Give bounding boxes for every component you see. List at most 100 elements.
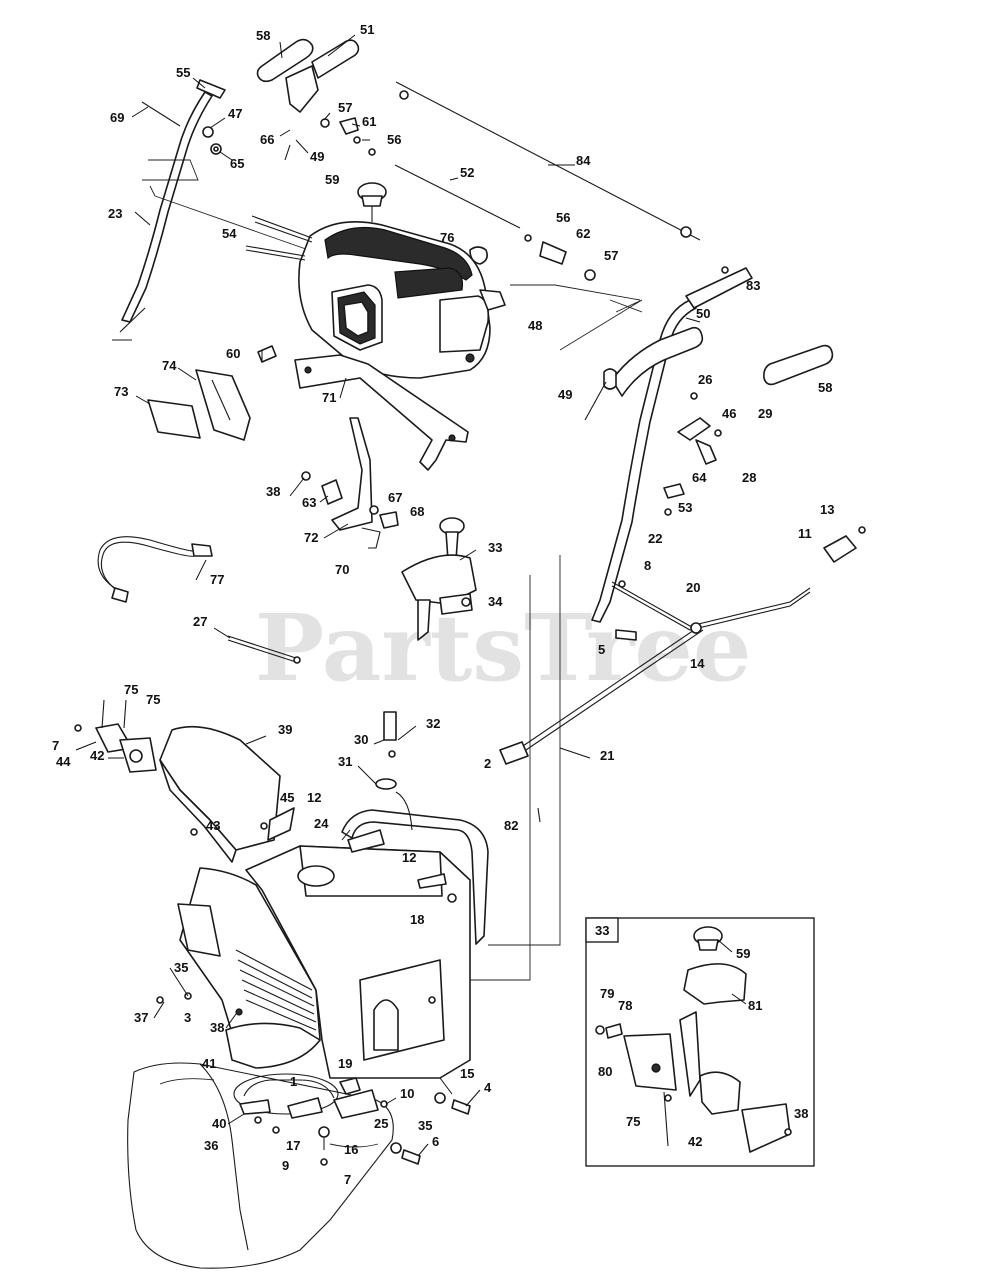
- part-label: 10: [400, 1086, 414, 1101]
- part-label: 72: [304, 530, 318, 545]
- inset-box: 33: [585, 917, 815, 1167]
- part-label: 76: [440, 230, 454, 245]
- part-label: 5: [598, 642, 605, 657]
- part-label: 34: [488, 594, 503, 609]
- bracket-71: [294, 354, 469, 471]
- part-label: 3: [184, 1010, 191, 1025]
- part-label: 35: [174, 960, 188, 975]
- part-label: 49: [558, 387, 572, 402]
- part-label: 49: [310, 149, 324, 164]
- part-label: 82: [504, 818, 518, 833]
- part-label: 84: [576, 153, 591, 168]
- power-cord-77: [97, 536, 213, 603]
- part-label: 75: [146, 692, 160, 707]
- part-label: 45: [280, 790, 294, 805]
- linkage-rods-center: [245, 215, 313, 261]
- shift-lever-33: [401, 517, 477, 641]
- part-label: 47: [228, 106, 242, 121]
- part-labels: 58 51 55 47 69 66 57 61 56 65 49 84 52 5…: [52, 22, 834, 1187]
- part-label: 7: [52, 738, 59, 753]
- part-label: 50: [696, 306, 710, 321]
- part-label: 57: [604, 248, 618, 263]
- part-label: 17: [286, 1138, 300, 1153]
- part-label: 68: [410, 504, 424, 519]
- part-label: 58: [256, 28, 270, 43]
- part-label: 56: [556, 210, 570, 225]
- inset-label: 79: [600, 986, 614, 1001]
- shift-rod: [499, 526, 866, 823]
- part-label: 83: [746, 278, 760, 293]
- part-label: 65: [230, 156, 244, 171]
- dash-panel: [298, 182, 506, 379]
- part-label: 6: [432, 1134, 439, 1149]
- part-label: 2: [484, 756, 491, 771]
- part-label: 23: [108, 206, 122, 221]
- part-label: 67: [388, 490, 402, 505]
- part-label: 14: [690, 656, 705, 671]
- part-label: 53: [678, 500, 692, 515]
- part-label: 9: [282, 1158, 289, 1173]
- left-shields: [147, 345, 277, 441]
- inset-label: 42: [688, 1134, 702, 1149]
- inset-label: 81: [748, 998, 762, 1013]
- part-label: 38: [266, 484, 280, 499]
- right-upper-handle: [584, 267, 834, 623]
- part-label: 64: [692, 470, 707, 485]
- part-label: 32: [426, 716, 440, 731]
- chute-deflector: [74, 699, 295, 863]
- part-label: 1: [290, 1074, 297, 1089]
- part-label: 30: [354, 732, 368, 747]
- part-label: 70: [335, 562, 349, 577]
- inset-label: 80: [598, 1064, 612, 1079]
- part-label: 60: [226, 346, 240, 361]
- part-label: 77: [210, 572, 224, 587]
- part-label: 29: [758, 406, 772, 421]
- part-label: 75: [124, 682, 138, 697]
- part-label: 11: [798, 526, 812, 541]
- part-label: 24: [314, 816, 329, 831]
- part-label: 37: [134, 1010, 148, 1025]
- part-label: 16: [344, 1142, 358, 1157]
- inset-label: 75: [626, 1114, 640, 1129]
- part-label: 44: [56, 754, 71, 769]
- part-label: 20: [686, 580, 700, 595]
- part-label: 40: [212, 1116, 226, 1131]
- part-label: 38: [210, 1020, 224, 1035]
- part-label: 27: [193, 614, 207, 629]
- part-label: 59: [325, 172, 339, 187]
- upper-frame-24: [341, 711, 489, 945]
- inset-label: 59: [736, 946, 750, 961]
- lever-bracket-72: [301, 417, 399, 549]
- top-grips: [256, 38, 360, 113]
- part-label: 57: [338, 100, 352, 115]
- part-label: 12: [307, 790, 321, 805]
- part-label: 58: [818, 380, 832, 395]
- part-label: 33: [488, 540, 502, 555]
- part-label: 73: [114, 384, 128, 399]
- part-label: 66: [260, 132, 274, 147]
- part-label: 71: [322, 390, 336, 405]
- auger-housing: [127, 1062, 471, 1269]
- part-label: 74: [162, 358, 177, 373]
- part-label: 56: [387, 132, 401, 147]
- part-label: 61: [362, 114, 376, 129]
- guide-lines: [142, 159, 643, 981]
- rod-27: [227, 635, 301, 664]
- part-label: 21: [600, 748, 614, 763]
- part-label: 19: [338, 1056, 352, 1071]
- inset-tag: 33: [595, 923, 609, 938]
- left-upper-handle: [112, 79, 226, 341]
- part-label: 41: [202, 1056, 216, 1071]
- part-label: 51: [360, 22, 374, 37]
- part-label: 43: [206, 818, 220, 833]
- part-label: 48: [528, 318, 542, 333]
- inset-label: 78: [618, 998, 632, 1013]
- part-label: 7: [344, 1172, 351, 1187]
- part-label: 42: [90, 748, 104, 763]
- part-label: 54: [222, 226, 237, 241]
- discharge-chute: [156, 867, 321, 1069]
- part-label: 15: [460, 1066, 474, 1081]
- engine: [245, 845, 471, 1079]
